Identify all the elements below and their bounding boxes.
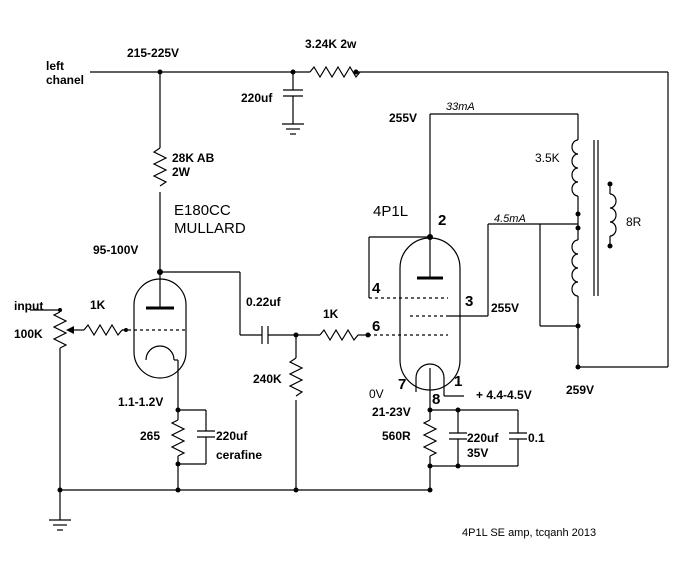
cathode-network-2 — [422, 407, 527, 490]
label-0v: 0V — [369, 387, 384, 401]
label-1k-g1: 1K — [323, 307, 339, 321]
pin-6: 6 — [372, 318, 380, 335]
coupling-path — [160, 271, 371, 344]
label-220uf-top: 220uf — [241, 91, 273, 105]
pin-3: 3 — [465, 293, 473, 310]
pin-8: 8 — [432, 391, 440, 408]
cathode-network-1 — [170, 407, 215, 490]
resistor-1k-grid — [83, 323, 123, 337]
label-4-5ma: 4.5mA — [494, 213, 526, 225]
label-e180cc: E180CC — [174, 202, 231, 219]
pin-4: 4 — [372, 280, 381, 297]
resistor-1k-g1 — [319, 328, 359, 342]
label-33ma: 33mA — [446, 101, 475, 113]
label-215v: 215-225V — [127, 46, 179, 60]
pin-1: 1 — [454, 373, 462, 390]
resistor-28k — [152, 72, 168, 275]
label-1k-grid: 1K — [90, 298, 106, 312]
resistor-240k — [288, 335, 304, 490]
label-100k: 100K — [14, 327, 43, 341]
label-220uf-35v: 220uf — [467, 431, 499, 445]
label-mullard: MULLARD — [174, 220, 246, 237]
pin-2: 2 — [438, 212, 446, 229]
label-240k: 240K — [253, 372, 282, 386]
tube-4p1l — [368, 114, 488, 413]
label-2w: 2W — [172, 165, 191, 179]
label-255v-plate: 255V — [389, 111, 417, 125]
label-259v: 259V — [566, 383, 594, 397]
label-95v: 95-100V — [93, 243, 138, 257]
plate-wiring — [430, 113, 668, 370]
tube-e180cc — [122, 272, 187, 410]
label-credit: 4P1L SE amp, tcqanh 2013 — [462, 527, 596, 539]
label-220uf-cer: 220uf — [216, 429, 248, 443]
label-28k: 28K AB — [172, 151, 215, 165]
label-left: left — [46, 59, 64, 73]
label-1-1v: 1.1-1.2V — [118, 395, 163, 409]
label-3-5k: 3.5K — [535, 151, 560, 165]
capacitor-220uf-top — [282, 72, 304, 135]
label-0-1: 0.1 — [528, 431, 545, 445]
label-265: 265 — [140, 429, 160, 443]
label-0-22uf: 0.22uf — [246, 295, 282, 309]
resistor-3-24k — [309, 65, 361, 79]
label-8r: 8R — [626, 215, 642, 229]
label-input: input — [14, 299, 43, 313]
ground-rail — [49, 487, 433, 531]
label-chanel: chanel — [46, 73, 84, 87]
pin-7: 7 — [398, 376, 406, 393]
label-35v: 35V — [467, 446, 488, 460]
label-21v: 21-23V — [372, 405, 411, 419]
label-cerafine: cerafine — [216, 448, 262, 462]
label-4p1l: 4P1L — [373, 203, 408, 220]
output-transformer — [571, 139, 617, 297]
label-3-24k: 3.24K 2w — [305, 37, 357, 51]
top-rail — [90, 65, 669, 367]
input-potentiometer — [30, 308, 128, 490]
label-255v-screen: 255V — [491, 301, 519, 315]
label-560r: 560R — [382, 429, 411, 443]
label-4-4v: + 4.4-4.5V — [476, 388, 532, 402]
